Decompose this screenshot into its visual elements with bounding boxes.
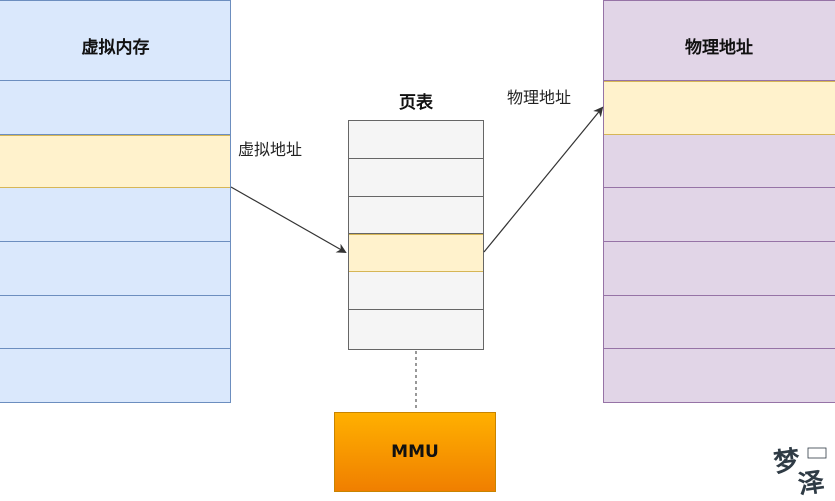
virtual-memory-cell: [0, 242, 230, 296]
virtual-address-label: 虚拟地址: [238, 140, 303, 159]
page-table-title: 页表: [399, 93, 433, 113]
mmu-label: MMU: [391, 442, 439, 462]
physical-memory-cell: [604, 135, 835, 188]
physical-memory-column: [603, 0, 835, 403]
physical-memory-cell: [604, 242, 835, 296]
physical-memory-title: 物理地址: [685, 38, 753, 58]
virtual-memory-cell: [0, 81, 230, 135]
page-table-entry-highlighted: [349, 234, 483, 272]
virtual-memory-title: 虚拟内存: [81, 38, 150, 58]
physical-memory-cell-highlighted: [604, 81, 835, 135]
virtual-memory-cell: [0, 296, 230, 349]
watermark-logo: 梦 泽: [772, 445, 827, 496]
virtual-memory-cell-highlighted: [0, 135, 230, 188]
page-table-entry: [349, 159, 483, 197]
mmu-box: MMU: [334, 412, 496, 492]
table-to-physical-arrow: [483, 106, 604, 253]
page-table: [348, 120, 484, 350]
physical-address-label: 物理地址: [507, 88, 572, 107]
virtual-memory-column: [0, 0, 231, 403]
page-table-entry: [349, 272, 483, 310]
virtual-memory-cell: [0, 188, 230, 242]
virtual-memory-cell: [0, 1, 230, 81]
virtual-to-table-arrow: [230, 186, 347, 253]
page-table-entry: [349, 197, 483, 234]
physical-memory-cell: [604, 1, 835, 81]
svg-text:泽: 泽: [796, 467, 826, 496]
page-table-entry: [349, 121, 483, 159]
physical-memory-cell: [604, 188, 835, 242]
physical-memory-cell: [604, 296, 835, 349]
svg-text:梦: 梦: [772, 445, 803, 478]
